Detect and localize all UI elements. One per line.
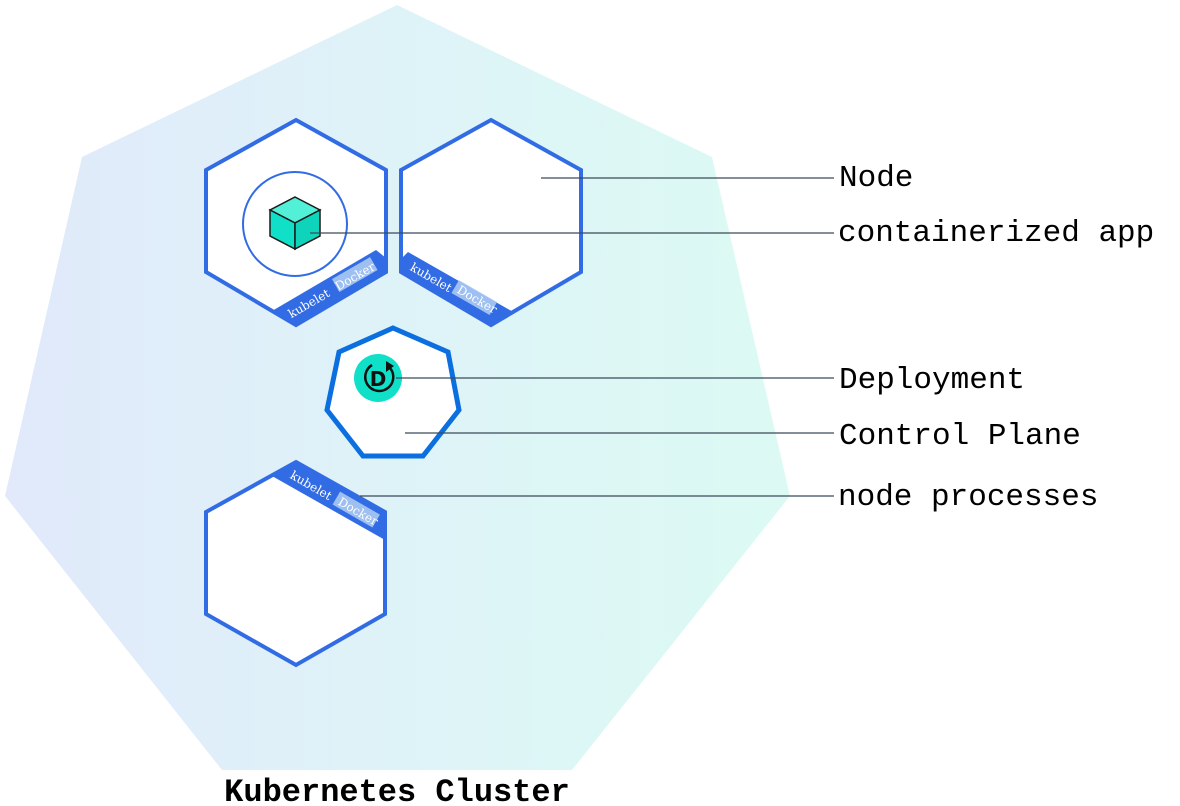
docker-badge: [451, 280, 498, 316]
callout-node-processes: node processes: [838, 480, 1098, 515]
docker-badge: [332, 491, 380, 528]
callout-lines: [310, 177, 834, 497]
control-plane-heptagon: D: [324, 325, 462, 459]
node-hexagon-3: kubelet Docker: [204, 459, 387, 668]
callout-control-plane: Control Plane: [839, 419, 1081, 454]
callout-containerized-app: containerized app: [838, 216, 1154, 251]
deployment-letter: D: [370, 367, 387, 391]
docker-badge: [331, 257, 378, 293]
node-hexagon-2: kubelet Docker: [399, 117, 583, 328]
node-badge-band: [272, 462, 385, 540]
callout-node: Node: [839, 161, 913, 196]
node-hexagon-1: kubelet Docker: [204, 117, 388, 328]
callout-deployment: Deployment: [839, 363, 1025, 398]
containerized-app-cube-icon: [268, 196, 322, 251]
app-ring: [242, 171, 348, 277]
deployment-icon: D: [354, 354, 402, 402]
cluster-title: Kubernetes Cluster: [224, 774, 570, 806]
